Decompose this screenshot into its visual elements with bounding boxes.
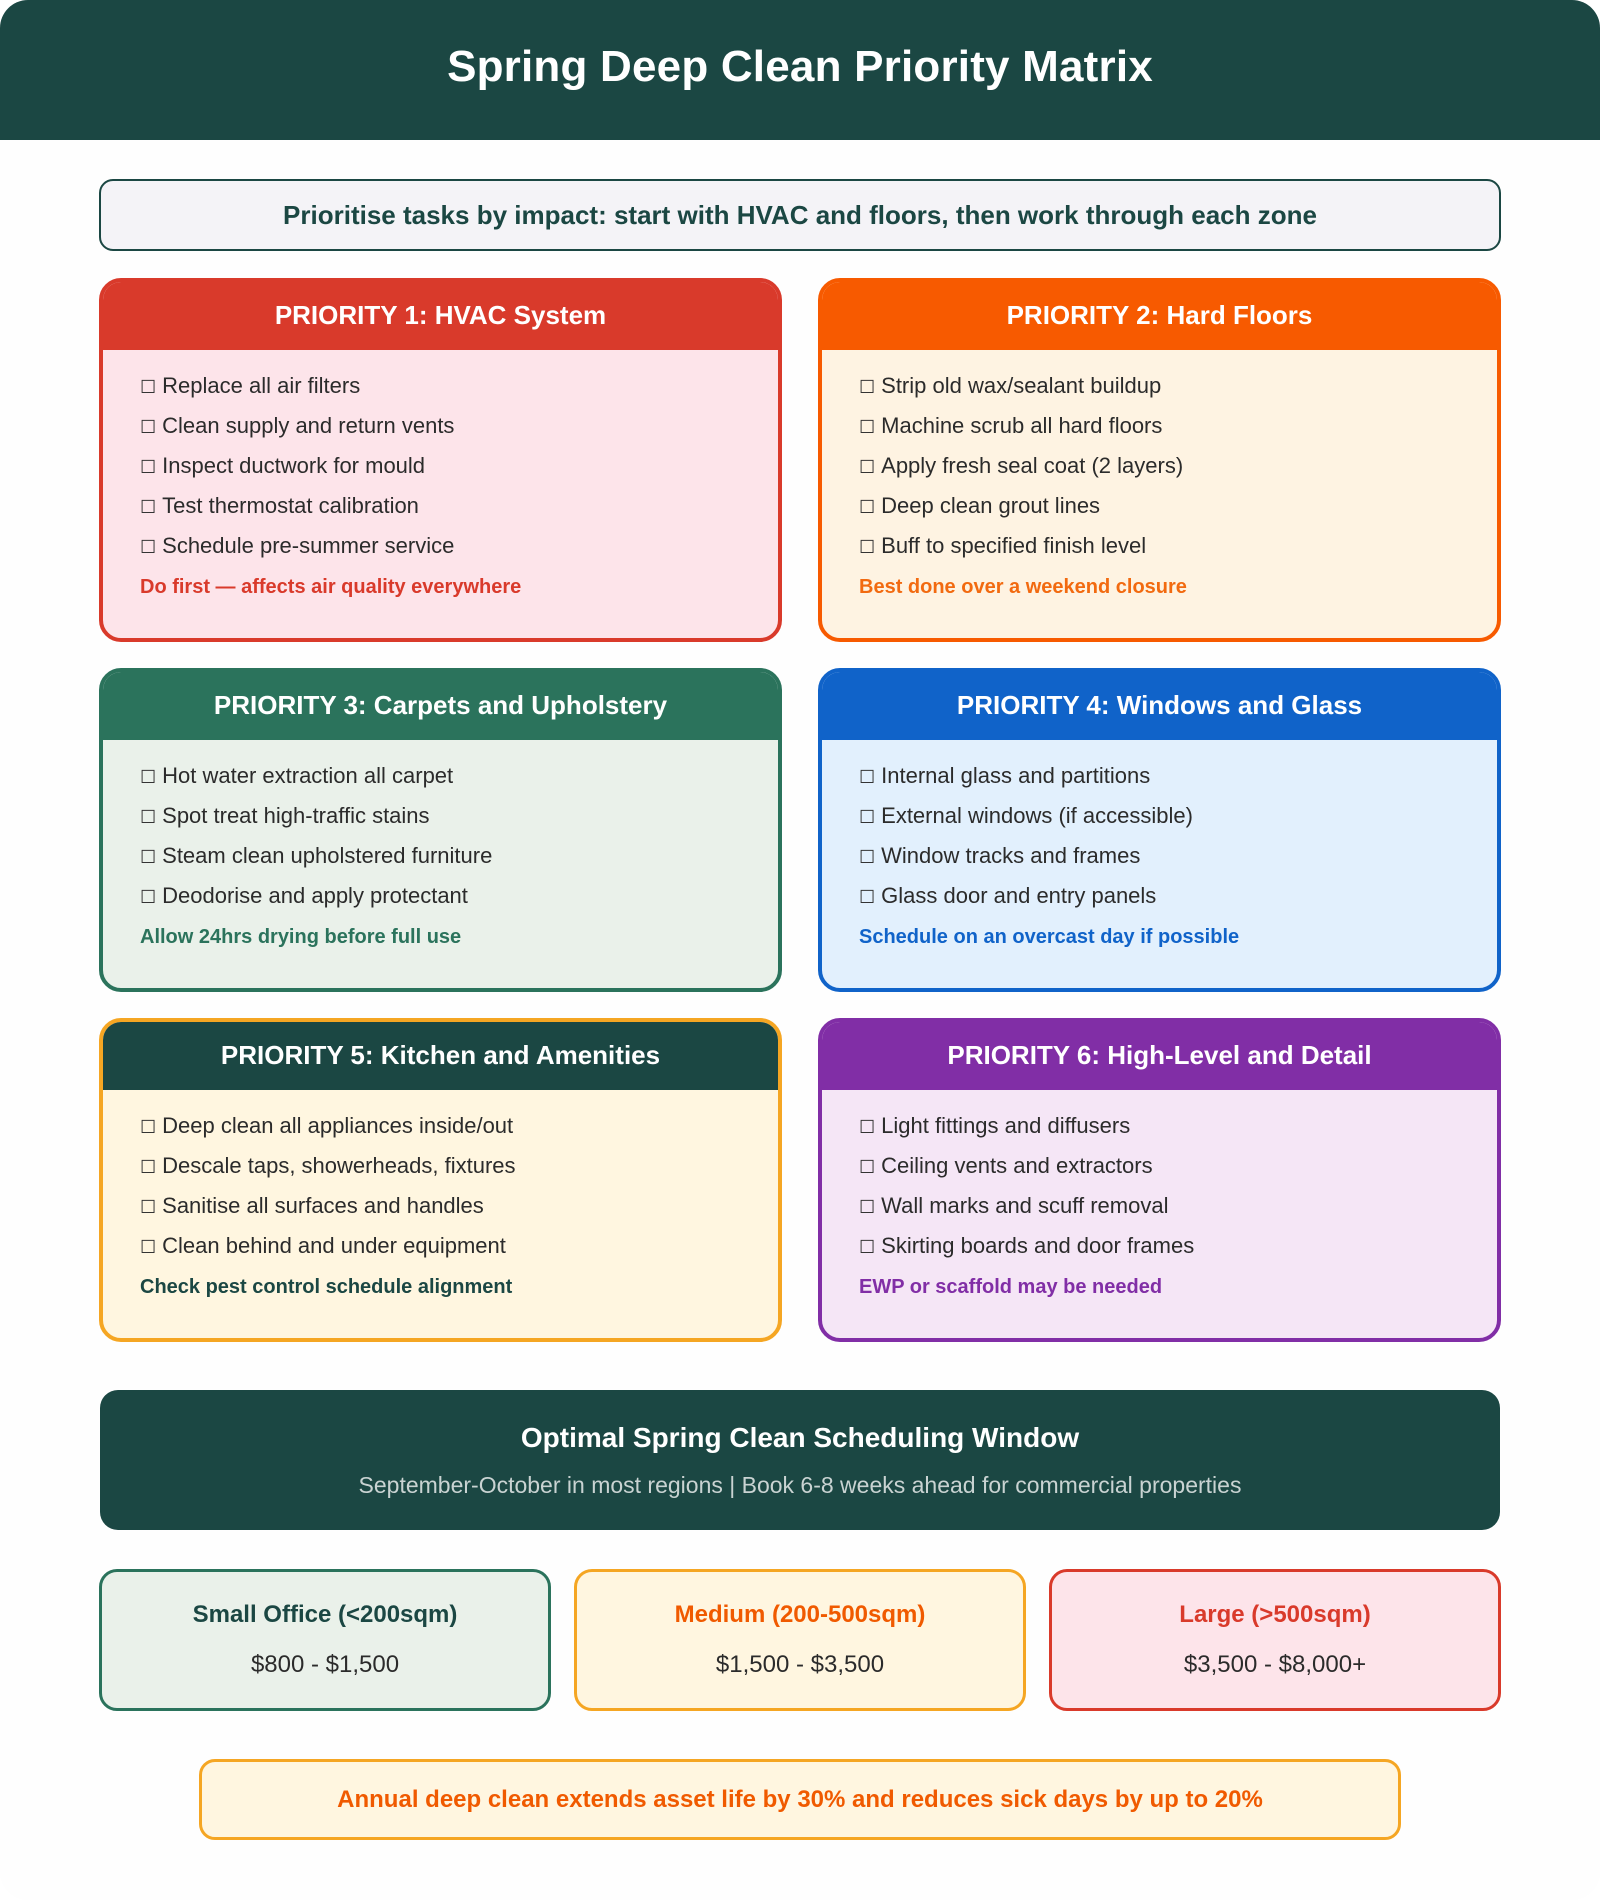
scheduling-subtitle: September-October in most regions | Book… <box>358 1471 1242 1498</box>
checkbox-icon[interactable]: ☐ <box>140 1117 157 1137</box>
scheduling-window-panel: Optimal Spring Clean Scheduling Window S… <box>100 1390 1500 1530</box>
priority-card-header: PRIORITY 3: Carpets and Upholstery <box>103 672 778 740</box>
priority-card-header: PRIORITY 2: Hard Floors <box>822 282 1497 350</box>
priority-card-carpets: PRIORITY 3: Carpets and Upholstery ☐Hot … <box>99 668 782 992</box>
scheduling-title: Optimal Spring Clean Scheduling Window <box>520 1421 1080 1453</box>
priority-note: Best done over a weekend closure <box>859 576 1187 598</box>
task-item[interactable]: ☐Ceiling vents and extractors <box>859 1146 1497 1186</box>
checkbox-icon[interactable]: ☐ <box>859 417 876 437</box>
pricing-label: Small Office (<200sqm) <box>192 1601 458 1628</box>
title-header: Spring Deep Clean Priority Matrix <box>0 0 1600 140</box>
checkbox-icon[interactable]: ☐ <box>140 1197 157 1217</box>
priority-note: EWP or scaffold may be needed <box>859 1276 1163 1298</box>
benefit-banner: Annual deep clean extends asset life by … <box>199 1759 1401 1840</box>
checkbox-icon[interactable]: ☐ <box>140 807 157 827</box>
task-item[interactable]: ☐Replace all air filters <box>140 366 778 406</box>
subtitle-text: Prioritise tasks by impact: start with H… <box>283 199 1317 230</box>
task-item[interactable]: ☐Test thermostat calibration <box>140 486 778 526</box>
task-item[interactable]: ☐Strip old wax/sealant buildup <box>859 366 1497 406</box>
checkbox-icon[interactable]: ☐ <box>859 767 876 787</box>
task-item[interactable]: ☐Wall marks and scuff removal <box>859 1186 1497 1226</box>
task-item[interactable]: ☐Descale taps, showerheads, fixtures <box>140 1146 778 1186</box>
task-item[interactable]: ☐Spot treat high-traffic stains <box>140 796 778 836</box>
checkbox-icon[interactable]: ☐ <box>140 767 157 787</box>
page-title: Spring Deep Clean Priority Matrix <box>447 42 1153 91</box>
checkbox-icon[interactable]: ☐ <box>140 1237 157 1257</box>
priority-card-windows: PRIORITY 4: Windows and Glass ☐Internal … <box>818 668 1501 992</box>
checkbox-icon[interactable]: ☐ <box>859 807 876 827</box>
task-item[interactable]: ☐Hot water extraction all carpet <box>140 756 778 796</box>
task-item[interactable]: ☐Clean behind and under equipment <box>140 1226 778 1266</box>
checkbox-icon[interactable]: ☐ <box>140 847 157 867</box>
priority-card-kitchen: PRIORITY 5: Kitchen and Amenities ☐Deep … <box>99 1018 782 1342</box>
priority-card-header: PRIORITY 6: High-Level and Detail <box>822 1022 1497 1090</box>
task-item[interactable]: ☐Inspect ductwork for mould <box>140 446 778 486</box>
subtitle-box: Prioritise tasks by impact: start with H… <box>99 179 1501 251</box>
checkbox-icon[interactable]: ☐ <box>859 457 876 477</box>
checkbox-icon[interactable]: ☐ <box>140 497 157 517</box>
priority-note: Allow 24hrs drying before full use <box>140 926 462 948</box>
task-item[interactable]: ☐Deep clean all appliances inside/out <box>140 1106 778 1146</box>
task-item[interactable]: ☐Clean supply and return vents <box>140 406 778 446</box>
checkbox-icon[interactable]: ☐ <box>140 537 157 557</box>
pricing-card-small: Small Office (<200sqm) $800 - $1,500 <box>99 1569 551 1711</box>
task-list: ☐Replace all air filters ☐Clean supply a… <box>103 350 778 599</box>
checkbox-icon[interactable]: ☐ <box>859 1157 876 1177</box>
checkbox-icon[interactable]: ☐ <box>859 497 876 517</box>
pricing-card-medium: Medium (200-500sqm) $1,500 - $3,500 <box>574 1569 1026 1711</box>
task-item[interactable]: ☐External windows (if accessible) <box>859 796 1497 836</box>
task-item[interactable]: ☐Buff to specified finish level <box>859 526 1497 566</box>
checkbox-icon[interactable]: ☐ <box>859 1197 876 1217</box>
task-item[interactable]: ☐Apply fresh seal coat (2 layers) <box>859 446 1497 486</box>
checkbox-icon[interactable]: ☐ <box>859 1117 876 1137</box>
task-list: ☐Light fittings and diffusers ☐Ceiling v… <box>822 1090 1497 1299</box>
pricing-label: Medium (200-500sqm) <box>674 1601 926 1628</box>
checkbox-icon[interactable]: ☐ <box>859 377 876 397</box>
task-item[interactable]: ☐Light fittings and diffusers <box>859 1106 1497 1146</box>
task-item[interactable]: ☐Internal glass and partitions <box>859 756 1497 796</box>
task-item[interactable]: ☐Machine scrub all hard floors <box>859 406 1497 446</box>
task-list: ☐Internal glass and partitions ☐External… <box>822 740 1497 949</box>
task-item[interactable]: ☐Glass door and entry panels <box>859 876 1497 916</box>
priority-card-header: PRIORITY 4: Windows and Glass <box>822 672 1497 740</box>
task-list: ☐Hot water extraction all carpet ☐Spot t… <box>103 740 778 949</box>
checkbox-icon[interactable]: ☐ <box>140 887 157 907</box>
pricing-card-large: Large (>500sqm) $3,500 - $8,000+ <box>1049 1569 1501 1711</box>
task-item[interactable]: ☐Skirting boards and door frames <box>859 1226 1497 1266</box>
priority-card-hvac: PRIORITY 1: HVAC System ☐Replace all air… <box>99 278 782 642</box>
task-item[interactable]: ☐Deep clean grout lines <box>859 486 1497 526</box>
priority-note: Check pest control schedule alignment <box>140 1276 513 1298</box>
task-item[interactable]: ☐Sanitise all surfaces and handles <box>140 1186 778 1226</box>
task-list: ☐Strip old wax/sealant buildup ☐Machine … <box>822 350 1497 599</box>
priority-card-header: PRIORITY 5: Kitchen and Amenities <box>103 1022 778 1090</box>
pricing-range: $800 - $1,500 <box>250 1651 400 1678</box>
checkbox-icon[interactable]: ☐ <box>859 1237 876 1257</box>
pricing-label: Large (>500sqm) <box>1179 1601 1371 1628</box>
task-item[interactable]: ☐Window tracks and frames <box>859 836 1497 876</box>
checkbox-icon[interactable]: ☐ <box>140 377 157 397</box>
checkbox-icon[interactable]: ☐ <box>140 417 157 437</box>
task-list: ☐Deep clean all appliances inside/out ☐D… <box>103 1090 778 1299</box>
pricing-range: $1,500 - $3,500 <box>715 1651 885 1678</box>
checkbox-icon[interactable]: ☐ <box>859 887 876 907</box>
task-item[interactable]: ☐Steam clean upholstered furniture <box>140 836 778 876</box>
checkbox-icon[interactable]: ☐ <box>140 1157 157 1177</box>
task-item[interactable]: ☐Deodorise and apply protectant <box>140 876 778 916</box>
pricing-range: $3,500 - $8,000+ <box>1183 1651 1367 1678</box>
checkbox-icon[interactable]: ☐ <box>859 537 876 557</box>
checkbox-icon[interactable]: ☐ <box>140 457 157 477</box>
priority-note: Do first — affects air quality everywher… <box>140 576 522 598</box>
priority-card-high-level: PRIORITY 6: High-Level and Detail ☐Light… <box>818 1018 1501 1342</box>
checkbox-icon[interactable]: ☐ <box>859 847 876 867</box>
benefit-text: Annual deep clean extends asset life by … <box>337 1785 1263 1813</box>
priority-card-hard-floors: PRIORITY 2: Hard Floors ☐Strip old wax/s… <box>818 278 1501 642</box>
task-item[interactable]: ☐Schedule pre-summer service <box>140 526 778 566</box>
priority-note: Schedule on an overcast day if possible <box>859 926 1240 948</box>
priority-card-header: PRIORITY 1: HVAC System <box>103 282 778 350</box>
